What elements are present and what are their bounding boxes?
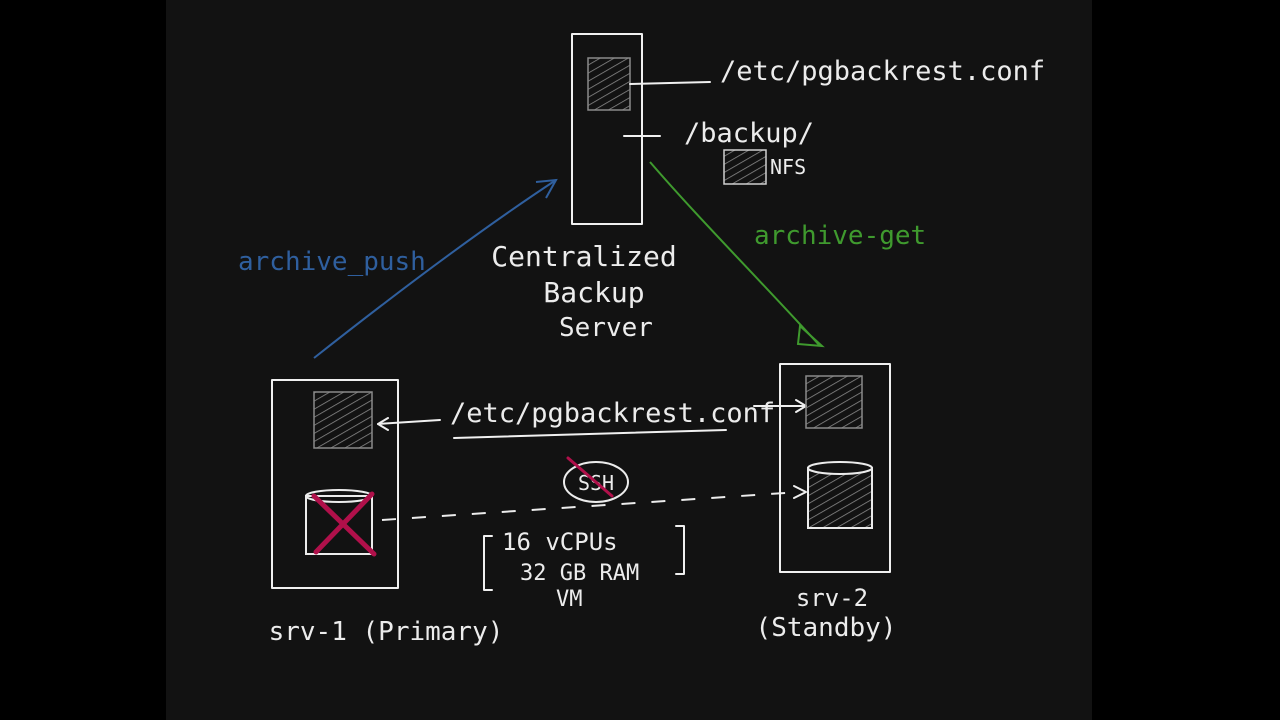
- replication-arrowhead: [793, 485, 807, 499]
- whiteboard: [166, 0, 1092, 720]
- primary-database-icon: [305, 495, 373, 555]
- backup-server-title-line2: Backup: [543, 276, 644, 309]
- backup-dir-path: /backup/: [684, 118, 814, 149]
- archive-get-arrowhead: [796, 323, 825, 348]
- standby-label-line2: (Standby): [756, 613, 897, 643]
- archive-get-flow: archive-get: [649, 161, 926, 348]
- backup-config-file-icon: [587, 57, 631, 111]
- spec-bracket-left: [483, 535, 493, 591]
- nfs-label: NFS: [770, 155, 806, 179]
- standby-database-top: [807, 461, 873, 475]
- primary-server-label: srv-1 (Primary): [269, 617, 504, 647]
- failed-cross-stroke: [313, 491, 375, 555]
- shared-config-path: /etc/pgbackrest.conf: [450, 398, 775, 429]
- archive-get-arrow: [649, 161, 821, 347]
- backup-server-box: [571, 33, 643, 225]
- backup-server-title-line3: Server: [559, 313, 653, 343]
- backup-server: /etc/pgbackrest.conf /backup/ NFS Centra…: [491, 33, 1045, 343]
- primary-config-pointer: [377, 419, 441, 425]
- backup-server-title-line1: Centralized: [491, 240, 676, 273]
- primary-server-box: [271, 379, 399, 589]
- shared-config: /etc/pgbackrest.conf: [377, 398, 807, 439]
- archive-push-arrow: [313, 179, 557, 359]
- standby-config-file-icon: [805, 375, 863, 429]
- primary-config-file-icon: [313, 391, 373, 449]
- ssh-strike: [566, 456, 614, 498]
- spec-vm: VM: [556, 587, 583, 612]
- vm-specs: 16 vCPUs 32 GB RAM VM: [483, 525, 685, 612]
- standby-database-icon: [807, 467, 873, 529]
- standby-label-line1: srv-2: [796, 584, 868, 612]
- spec-bracket-right: [675, 525, 685, 575]
- ssh-circle: [563, 461, 629, 503]
- spec-cpu: 16 vCPUs: [502, 528, 618, 556]
- backup-config-pointer: [629, 81, 711, 85]
- archive-get-label: archive-get: [754, 221, 926, 251]
- ssh-badge: SSH: [563, 456, 629, 503]
- archive-push-flow: archive_push: [238, 178, 558, 359]
- shared-config-underline: [453, 429, 727, 439]
- primary-server: srv-1 (Primary): [269, 379, 504, 647]
- standby-server-box: [779, 363, 891, 573]
- nfs-storage-icon: [723, 149, 767, 185]
- spec-ram: 32 GB RAM: [520, 561, 639, 586]
- replication-dashed-line: [381, 491, 801, 521]
- primary-config-arrowhead: [377, 417, 389, 431]
- archive-push-arrowhead: [535, 178, 558, 199]
- archive-push-label: archive_push: [238, 247, 426, 277]
- backup-config-path: /etc/pgbackrest.conf: [720, 56, 1045, 87]
- standby-server: srv-2 (Standby): [756, 363, 897, 643]
